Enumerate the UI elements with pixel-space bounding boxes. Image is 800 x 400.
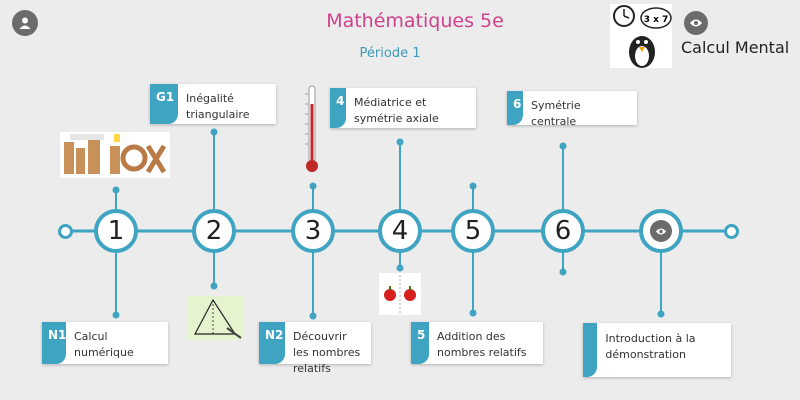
user-avatar-button[interactable]: [12, 10, 38, 36]
timeline-node-4[interactable]: 4: [378, 209, 422, 253]
card-n1[interactable]: N1 Calcul numérique: [42, 322, 168, 364]
card-label: Addition des nombres relatifs: [437, 330, 527, 359]
card-tab: 4: [330, 88, 346, 128]
card-tab: G1: [150, 84, 178, 124]
card-demonstration[interactable]: Introduction à la démonstration: [583, 323, 731, 377]
page-subtitle: Période 1: [359, 46, 421, 61]
calcul-mental-image[interactable]: 3 x 7: [610, 4, 672, 68]
eye-icon: [650, 220, 672, 242]
card-label: Introduction à la démonstration: [605, 332, 696, 361]
timeline-node-6[interactable]: 6: [541, 209, 585, 253]
card-label: Médiatrice et symétrie axiale: [354, 96, 439, 125]
card-tab: 5: [411, 322, 429, 364]
calcul-mental-eye-button[interactable]: [684, 11, 708, 35]
card-tab: [583, 323, 598, 377]
card-6[interactable]: 6 Symétrie centrale: [507, 91, 637, 128]
user-icon: [19, 17, 31, 29]
letters-illustration[interactable]: [60, 132, 170, 178]
card-label: Découvrir les nombres relatifs: [293, 330, 361, 375]
timeline-node-5[interactable]: 5: [451, 209, 495, 253]
timeline-start-cap: [58, 224, 73, 239]
card-4[interactable]: 4 Médiatrice et symétrie axiale: [330, 88, 476, 128]
thermometer-image[interactable]: [305, 84, 319, 174]
card-tab: N1: [42, 322, 66, 364]
calcul-mental-badge: 3 x 7: [644, 15, 669, 25]
card-label: Calcul numérique: [74, 330, 134, 359]
eye-icon: [690, 19, 702, 27]
timeline-node-3[interactable]: 3: [291, 209, 335, 253]
timeline-node-eye[interactable]: [639, 209, 683, 253]
card-tab: 6: [507, 91, 523, 125]
card-tab: N2: [259, 322, 285, 364]
card-n2[interactable]: N2 Découvrir les nombres relatifs: [259, 322, 371, 375]
timeline-node-1[interactable]: 1: [94, 209, 138, 253]
apples-symmetry-image[interactable]: [379, 273, 421, 315]
card-g1[interactable]: G1 Inégalité triangulaire: [150, 84, 276, 124]
card-label: Inégalité triangulaire: [186, 92, 250, 121]
timeline-end-cap: [724, 224, 739, 239]
card-5[interactable]: 5 Addition des nombres relatifs: [411, 322, 543, 364]
triangle-illustration[interactable]: [187, 296, 243, 340]
timeline-node-2[interactable]: 2: [192, 209, 236, 253]
calcul-mental-label[interactable]: Calcul Mental: [681, 38, 790, 57]
page-title: Mathématiques 5e: [326, 10, 504, 32]
card-label: Symétrie centrale: [531, 99, 581, 128]
